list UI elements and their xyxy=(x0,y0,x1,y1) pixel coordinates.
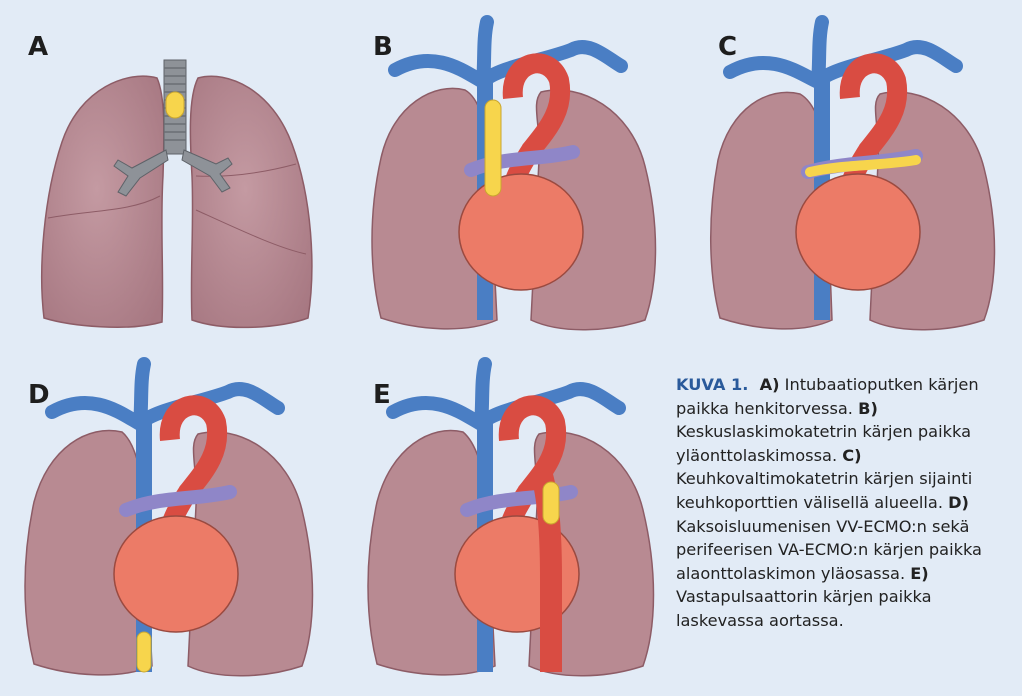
panel-a-intubation: A xyxy=(0,0,330,335)
panel-label: B xyxy=(373,32,393,62)
panel-e-intra-aortic-balloon-pump: E xyxy=(345,348,675,683)
lungs-trachea-illustration xyxy=(0,0,330,335)
caption-item-text: Kaksoisluumenisen VV-ECMO:n sekä perifee… xyxy=(676,517,982,583)
caption-item-letter: D) xyxy=(948,493,969,512)
heart xyxy=(114,516,238,632)
catheter-tip-marker xyxy=(137,632,151,672)
panel-label: A xyxy=(28,32,48,62)
figure-caption: KUVA 1. A) Intubaatioputken kärjen paikk… xyxy=(676,373,1022,633)
catheter-tip-marker xyxy=(485,100,501,196)
panel-label: C xyxy=(718,32,737,62)
heart-vessels-illustration xyxy=(345,0,675,335)
tube-tip-marker xyxy=(166,92,184,118)
heart xyxy=(796,174,920,290)
caption-item-text: Vastapulsaattorin kärjen paikka laskevas… xyxy=(676,587,932,630)
superior-vena-cava xyxy=(730,22,956,82)
panel-d-ecmo: D xyxy=(0,348,330,683)
heart-vessels-illustration xyxy=(690,0,1020,335)
caption-item-letter: B) xyxy=(858,399,878,418)
balloon-tip-marker xyxy=(543,482,559,524)
panel-label: D xyxy=(28,380,50,410)
figure-label: KUVA 1. xyxy=(676,375,748,394)
caption-item-letter: E) xyxy=(910,564,928,583)
panel-c-pulmonary-artery-catheter: C xyxy=(690,0,1020,335)
caption-item-letter: C) xyxy=(842,446,861,465)
panel-label: E xyxy=(373,380,391,410)
right-lung xyxy=(190,76,311,327)
panel-b-central-venous-catheter: B xyxy=(345,0,675,335)
caption-item-letter: A) xyxy=(760,375,780,394)
heart-vessels-illustration xyxy=(345,348,675,683)
heart xyxy=(459,174,583,290)
caption-line: KUVA 1. A) Intubaatioputken kärjen paikk… xyxy=(676,375,979,418)
caption-item-text: Keuhkovaltimokatetrin kärjen sijainti ke… xyxy=(676,469,972,512)
caption-item-text: Keskuslaskimokatetrin kärjen paikka yläo… xyxy=(676,422,971,465)
